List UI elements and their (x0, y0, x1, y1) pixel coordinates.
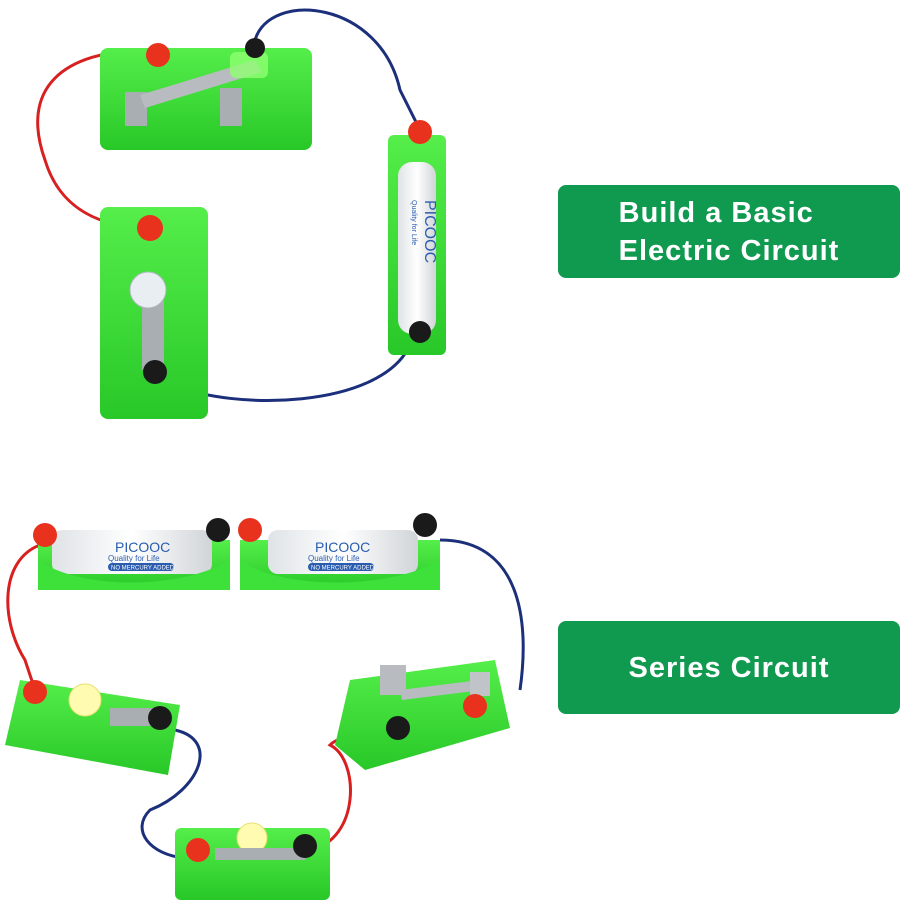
series-label-text: Series Circuit (628, 651, 830, 684)
basic-circuit: PICOOC Quality for Life (36, 8, 446, 419)
bulb-board-left (5, 680, 180, 775)
red-wire (6, 543, 41, 691)
black-terminal (143, 360, 167, 384)
switch-handle (230, 52, 268, 78)
red-terminal (463, 694, 487, 718)
black-terminal (413, 513, 437, 537)
battery-tagline: Quality for Life (108, 554, 160, 563)
battery-brand: PICOOC (421, 200, 438, 263)
switch-board-right (335, 660, 510, 770)
battery-tagline: Quality for Life (410, 200, 417, 245)
blue-wire (174, 344, 412, 402)
red-terminal (23, 680, 47, 704)
basic-label-line1: Build a Basic (618, 196, 814, 229)
black-terminal (148, 706, 172, 730)
switch-clip (125, 92, 147, 126)
series-circuit: PICOOC Quality for Life NO MERCURY ADDED… (5, 513, 525, 900)
blue-wire (253, 8, 422, 131)
black-terminal (206, 518, 230, 542)
red-terminal (33, 523, 57, 547)
red-wire (36, 48, 151, 230)
blue-wire (439, 538, 525, 691)
basic-circuit-label: Build a Basic Electric Circuit (558, 185, 900, 278)
battery-badge: NO MERCURY ADDED (111, 566, 175, 572)
red-terminal (238, 518, 262, 542)
battery-badge: NO MERCURY ADDED (311, 566, 375, 572)
switch-clip (220, 88, 242, 126)
black-terminal (245, 38, 265, 58)
blue-wire (140, 728, 202, 860)
basic-label-line2: Electric Circuit (618, 234, 840, 267)
battery-brand: PICOOC (315, 539, 370, 555)
bulb (129, 271, 167, 309)
red-terminal (186, 838, 210, 862)
red-terminal (408, 120, 432, 144)
battery-holder: PICOOC Quality for Life NO MERCURY ADDED (238, 513, 440, 590)
battery-tagline: Quality for Life (308, 554, 360, 563)
battery-holder-vertical: PICOOC Quality for Life (388, 120, 446, 355)
black-terminal (409, 321, 431, 343)
red-terminal (146, 43, 170, 67)
black-terminal (293, 834, 317, 858)
black-terminal (386, 716, 410, 740)
battery-holder: PICOOC Quality for Life NO MERCURY ADDED (33, 518, 230, 590)
battery-brand: PICOOC (115, 539, 170, 555)
red-terminal (137, 215, 163, 241)
bulb-board-bottom (175, 822, 330, 900)
bulb-strip (142, 300, 164, 370)
series-circuit-label: Series Circuit (558, 621, 900, 714)
